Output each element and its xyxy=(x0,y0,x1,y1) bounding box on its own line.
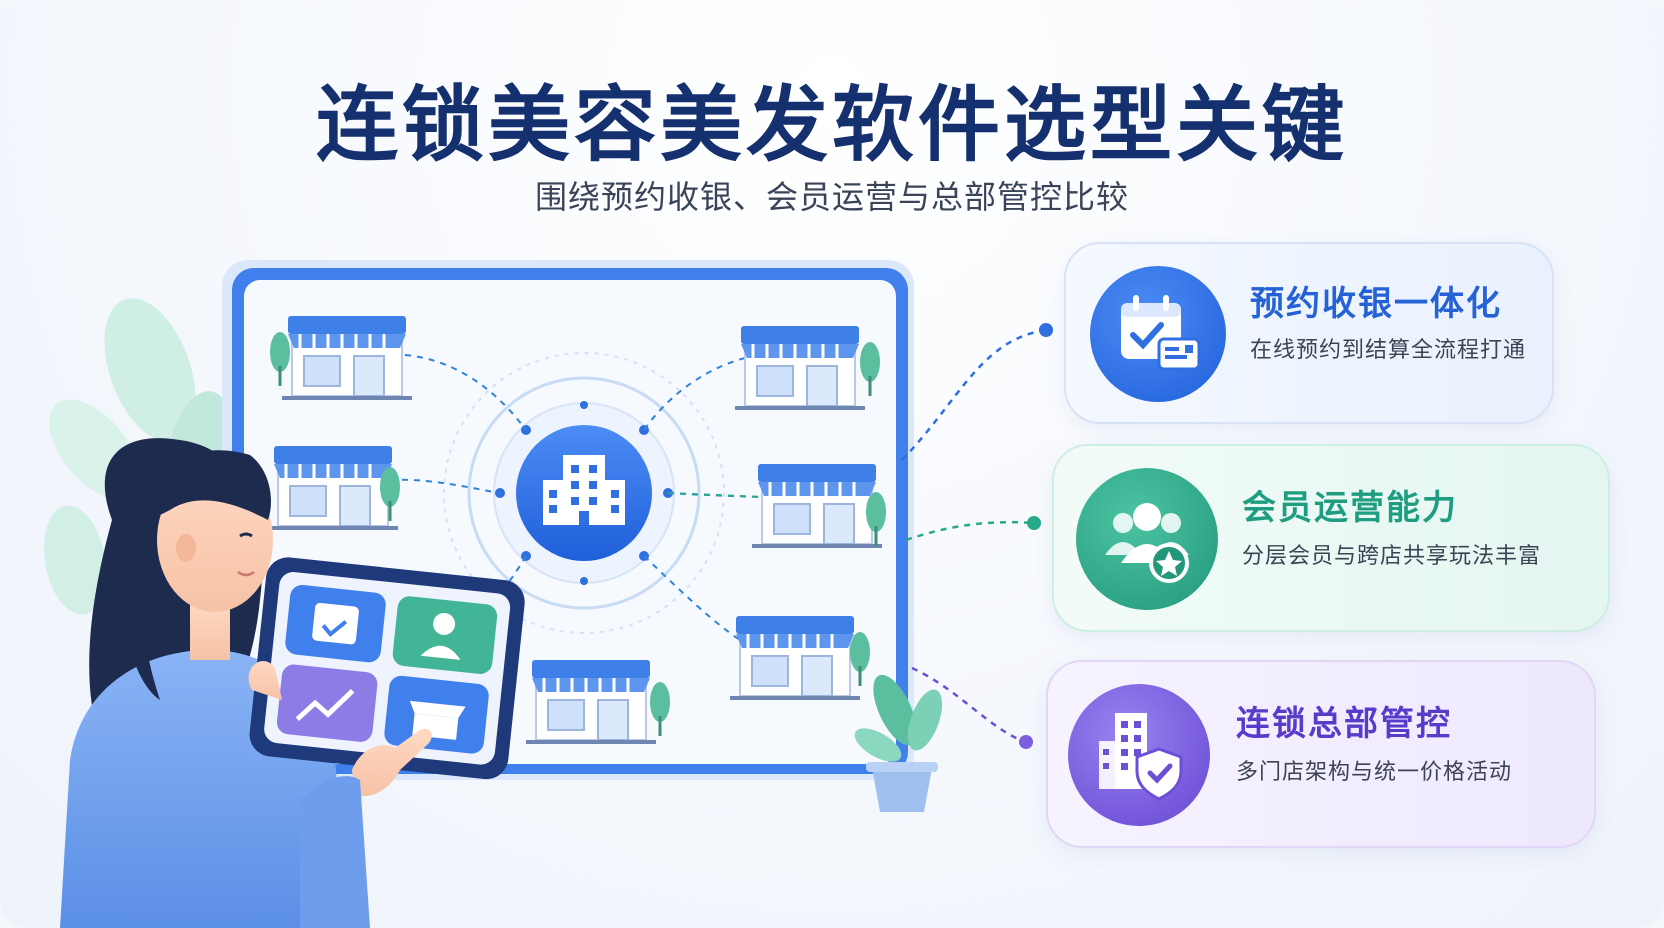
members-star-icon xyxy=(1076,468,1218,610)
feature-title: 连锁总部管控 xyxy=(1236,704,1452,744)
building-shield-icon xyxy=(1068,684,1210,826)
feature-desc: 分层会员与跨店共享玩法丰富 xyxy=(1242,544,1542,569)
feature-title: 会员运营能力 xyxy=(1242,488,1458,528)
feature-desc: 在线预约到结算全流程打通 xyxy=(1250,338,1527,363)
calendar-cashier-icon xyxy=(1090,266,1226,402)
feature-card-hq-control[interactable]: 连锁总部管控 多门店架构与统一价格活动 xyxy=(1046,660,1596,848)
page-subtitle: 围绕预约收银、会员运营与总部管控比较 xyxy=(534,178,1129,216)
feature-card-member-operations[interactable]: 会员运营能力 分层会员与跨店共享玩法丰富 xyxy=(1052,444,1610,632)
feature-card-booking-checkout[interactable]: 预约收银一体化 在线预约到结算全流程打通 xyxy=(1064,242,1554,424)
page-title: 连锁美容美发软件选型关键 xyxy=(315,78,1348,173)
feature-desc: 多门店架构与统一价格活动 xyxy=(1236,760,1513,785)
feature-title: 预约收银一体化 xyxy=(1250,284,1502,324)
